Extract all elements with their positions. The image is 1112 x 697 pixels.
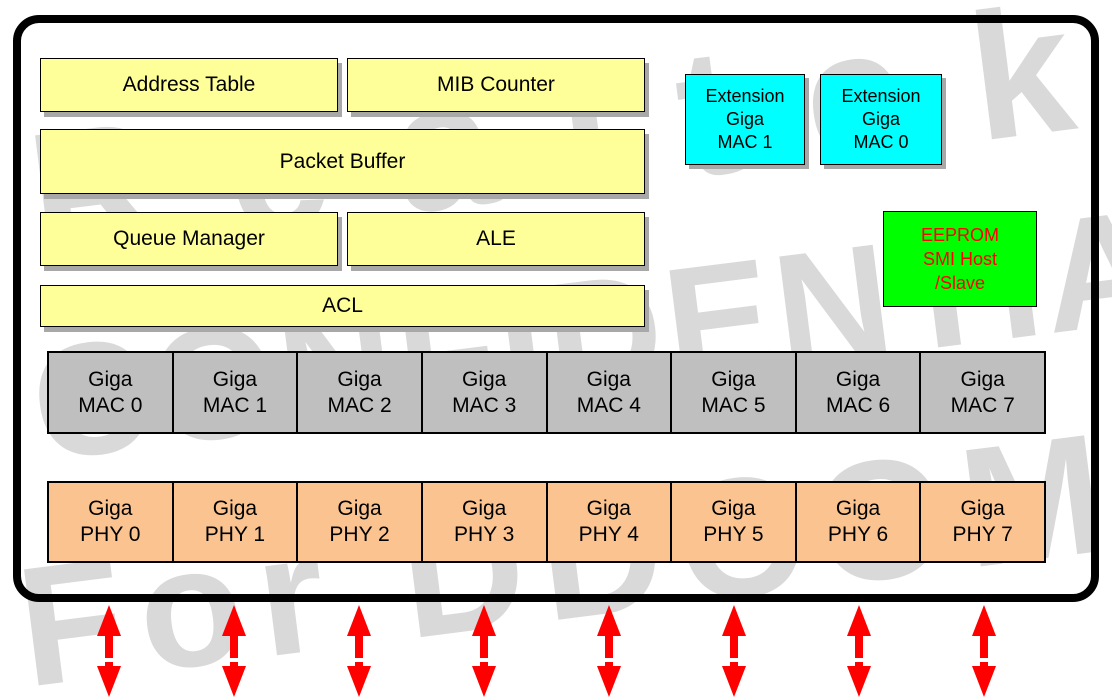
giga-mac-4-line2: MAC 4 xyxy=(576,393,641,417)
extension-mac0-line1: Extension xyxy=(841,86,921,106)
extension-mac0-line2: Giga xyxy=(861,109,901,129)
giga-phy-2-line2: PHY 2 xyxy=(329,523,390,546)
chip-outline xyxy=(13,15,1099,602)
giga-phy-3-line2: PHY 3 xyxy=(454,523,515,546)
giga-mac-1-line1: Giga xyxy=(212,367,258,391)
giga-mac-7-line2: MAC 7 xyxy=(950,393,1015,417)
giga-phy-3-line1: Giga xyxy=(462,497,507,520)
extension-mac1-line1: Extension xyxy=(705,86,785,106)
giga-mac-5-line2: MAC 5 xyxy=(701,393,766,417)
giga-phy-4-line1: Giga xyxy=(586,497,631,520)
giga-phy-5-line2: PHY 5 xyxy=(703,523,764,546)
giga-phy-4-line2: PHY 4 xyxy=(578,523,639,546)
block-queue-manager: Queue Manager xyxy=(40,212,338,266)
giga-mac-1-line2: MAC 1 xyxy=(202,393,268,417)
giga-phy-2-line1: Giga xyxy=(337,497,382,520)
block-extension-giga-mac-1: Extension Giga MAC 1 xyxy=(685,74,805,165)
block-acl: ACL xyxy=(40,285,645,327)
eeprom-line1: EEPROM xyxy=(920,225,999,245)
giga-mac-3-line2: MAC 3 xyxy=(452,393,517,417)
extension-mac1-line2: Giga xyxy=(725,109,765,129)
giga-phy-0-line2: PHY 0 xyxy=(80,523,141,546)
block-extension-giga-mac-0: Extension Giga MAC 0 xyxy=(820,74,942,165)
port-arrow-6 xyxy=(847,605,871,697)
block-mib-counter: MIB Counter xyxy=(347,58,645,112)
giga-phy-1-line2: PHY 1 xyxy=(204,523,266,546)
giga-mac-2-line1: Giga xyxy=(337,367,382,391)
giga-mac-3-line1: Giga xyxy=(462,367,507,391)
giga-mac-0-line2: MAC 0 xyxy=(78,393,143,417)
port-arrow-4 xyxy=(597,605,621,697)
port-arrow-7 xyxy=(972,605,996,697)
eeprom-line3: /Slave xyxy=(934,273,985,293)
block-eeprom-smi: EEPROM SMI Host /Slave xyxy=(883,211,1037,307)
block-address-table: Address Table xyxy=(40,58,338,112)
giga-phy-6-line1: Giga xyxy=(835,497,881,520)
giga-mac-0-line1: Giga xyxy=(88,367,133,391)
giga-mac-6-line1: Giga xyxy=(835,367,881,391)
giga-mac-4-line1: Giga xyxy=(586,367,631,391)
giga-mac-7-line1: Giga xyxy=(960,367,1005,391)
giga-phy-5-line1: Giga xyxy=(711,497,756,520)
port-arrow-2 xyxy=(347,605,371,697)
giga-phy-1-line1: Giga xyxy=(212,497,258,520)
port-arrow-1 xyxy=(222,605,246,697)
block-ale: ALE xyxy=(347,212,645,266)
port-arrow-3 xyxy=(472,605,496,697)
giga-mac-2-line2: MAC 2 xyxy=(327,393,392,417)
giga-phy-7-line1: Giga xyxy=(960,497,1005,520)
port-arrow-5 xyxy=(722,605,746,697)
giga-mac-6-line2: MAC 6 xyxy=(825,393,891,417)
extension-mac0-line3: MAC 0 xyxy=(853,132,909,152)
giga-phy-7-line2: PHY 7 xyxy=(952,523,1013,546)
giga-phy-0-line1: Giga xyxy=(88,497,133,520)
giga-mac-5-line1: Giga xyxy=(711,367,756,391)
extension-mac1-line3: MAC 1 xyxy=(717,132,773,152)
eeprom-line2: SMI Host xyxy=(922,249,997,269)
giga-phy-6-line2: PHY 6 xyxy=(827,523,889,546)
port-arrow-0 xyxy=(97,605,121,697)
block-packet-buffer: Packet Buffer xyxy=(40,129,645,194)
